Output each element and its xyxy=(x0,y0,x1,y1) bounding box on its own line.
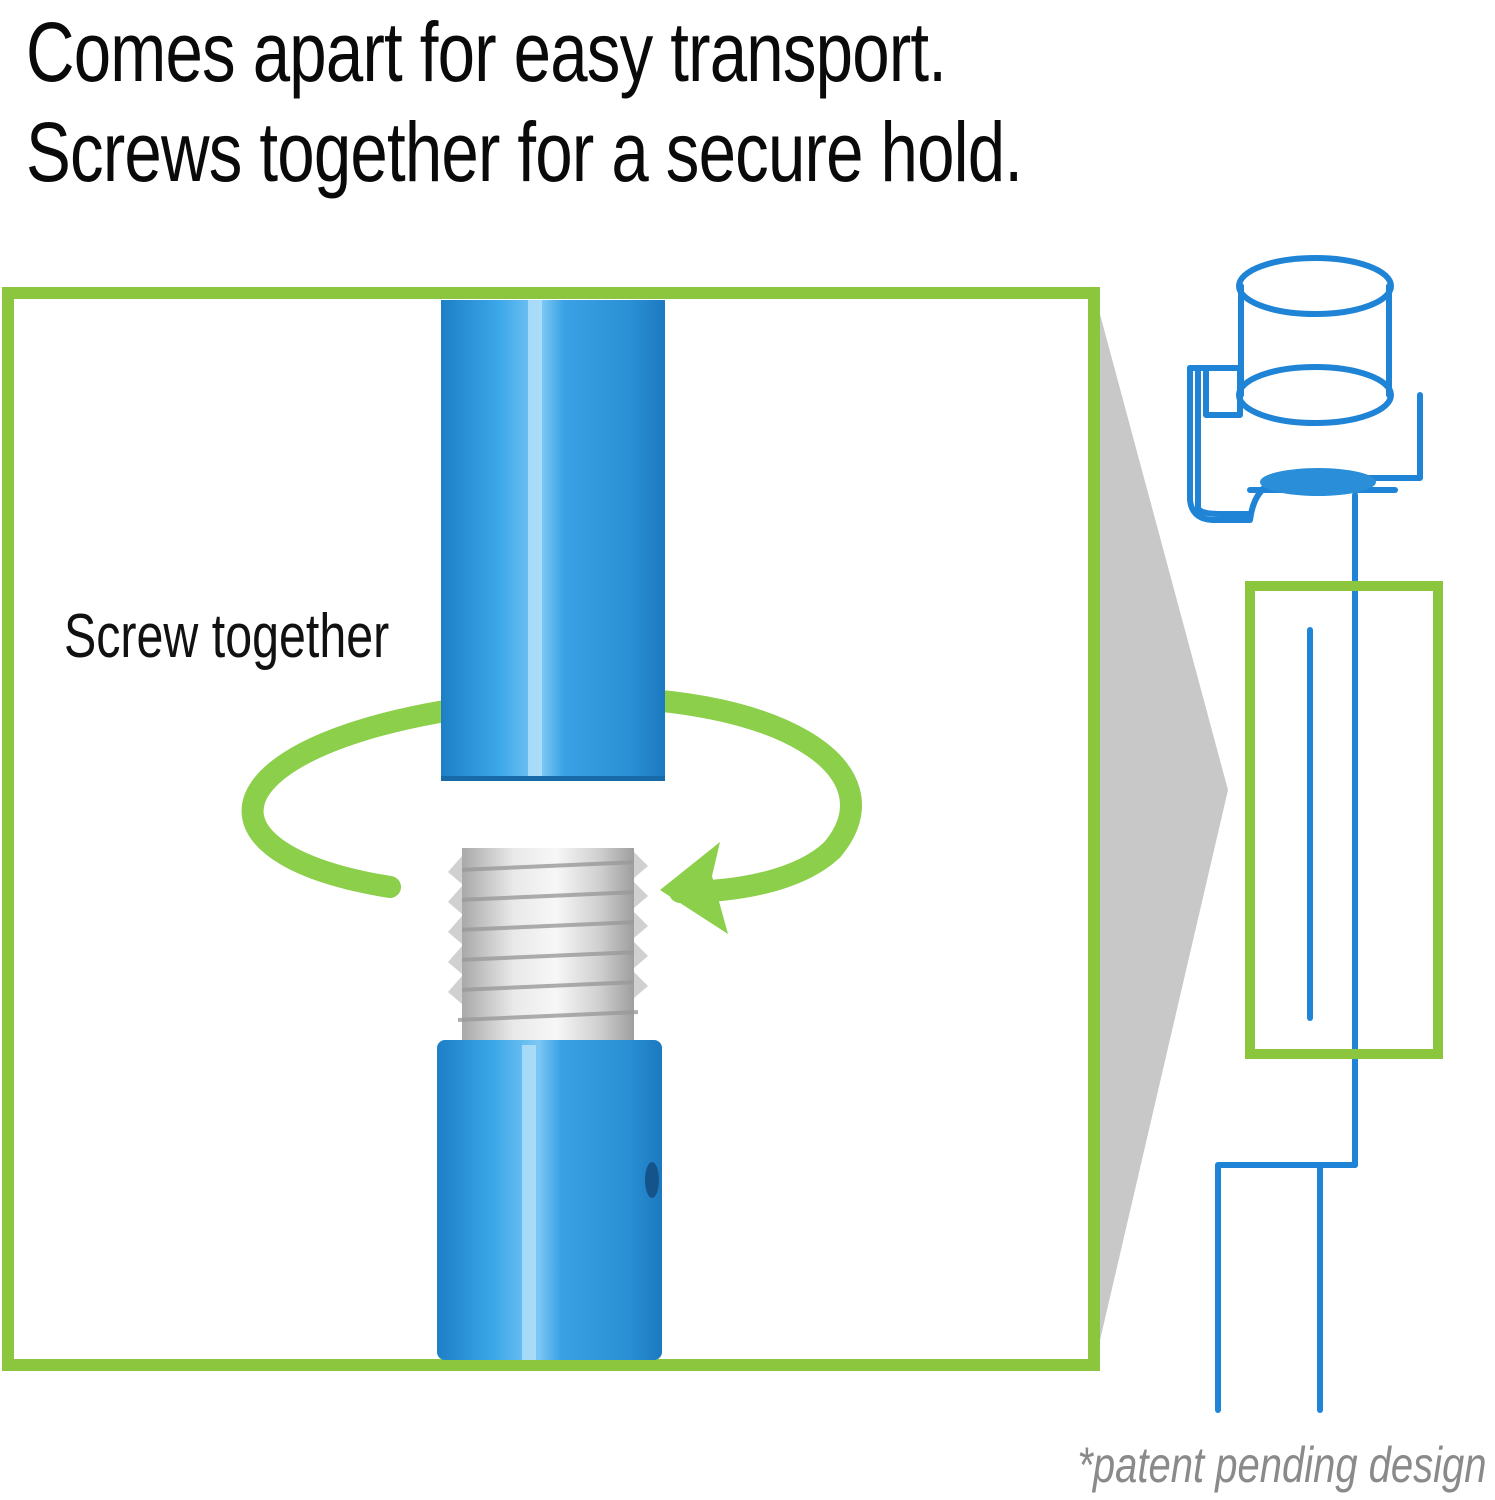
headline-line-1: Comes apart for easy transport. xyxy=(26,5,947,99)
stake-plate xyxy=(1260,468,1376,496)
pole-bottom-segment xyxy=(437,1040,662,1360)
highlight-frame xyxy=(1245,581,1443,1059)
threaded-stud xyxy=(448,848,648,1044)
zoom-wedge xyxy=(1094,292,1228,1366)
screw-together-label: Screw together xyxy=(64,602,390,671)
rotate-arrow-head-icon xyxy=(660,839,843,934)
pole-top-segment xyxy=(441,300,665,781)
stake-holder-illustration xyxy=(1187,255,1423,1413)
headline-line-2: Screws together for a secure hold. xyxy=(26,105,1023,199)
patent-footnote: *patent pending design xyxy=(1077,1437,1487,1493)
